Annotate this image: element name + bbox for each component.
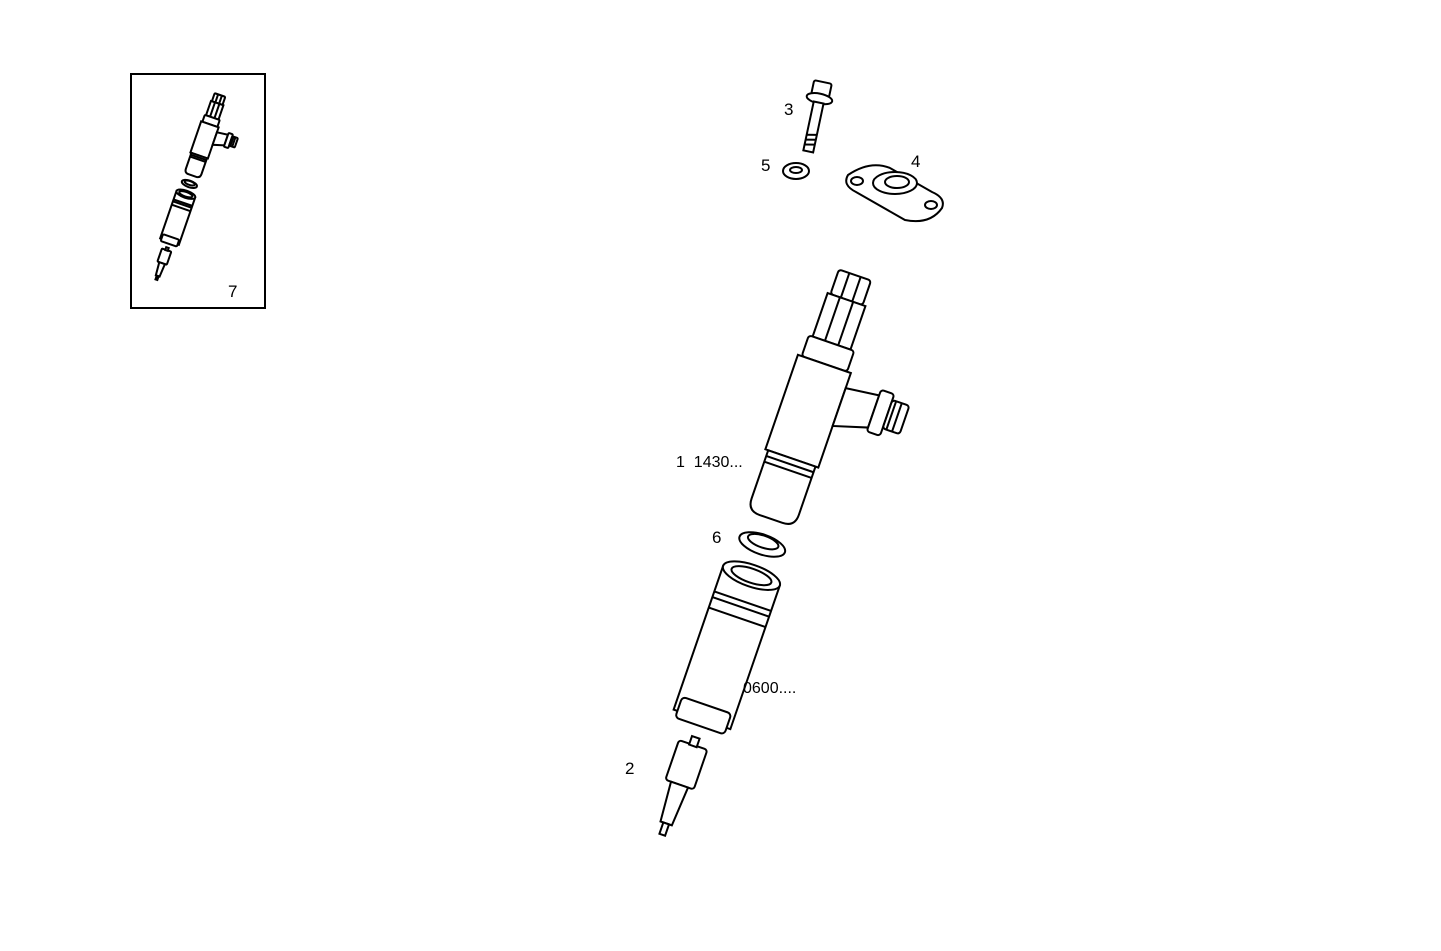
callout-inset: 7	[228, 282, 238, 301]
callout-sleeve: 0600....	[743, 680, 797, 697]
callout-nozzle: 2	[625, 759, 635, 778]
callout-seal-ring: 6	[712, 528, 722, 547]
inset-box	[130, 73, 266, 309]
callout-bolt: 3	[784, 100, 794, 119]
washer-part	[783, 163, 809, 179]
callout-injector: 1 1430...	[676, 454, 743, 471]
bolt-part	[796, 79, 836, 154]
callout-flange: 4	[911, 152, 921, 171]
callout-washer: 5	[761, 156, 771, 175]
injector-main-assembly	[632, 264, 945, 867]
flange-part	[846, 165, 943, 221]
